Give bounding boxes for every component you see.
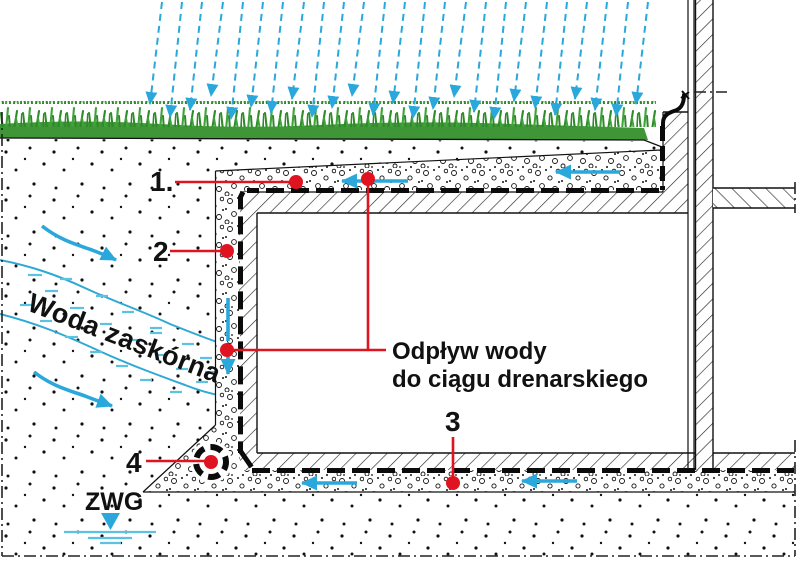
- groundwater-flow-arrow-lower: [32, 370, 113, 408]
- callout-2-label: 2: [153, 236, 169, 267]
- outflow-text-line2: do ciągu drenarskiego: [392, 366, 648, 393]
- section-cut-borders: [1, 112, 796, 557]
- basement-outer-wall: [240, 192, 258, 470]
- zwg-label: ZWG: [85, 488, 143, 516]
- soil-ground: [0, 139, 795, 556]
- callout-1-point: [289, 175, 303, 189]
- wall-flashing: [661, 90, 690, 134]
- callout-4-point: [204, 455, 218, 469]
- basement-roof-slab: [240, 191, 688, 214]
- callout-4-label: 4: [126, 447, 142, 478]
- waterproofing-membrane: [238, 126, 794, 473]
- callout-3: 3: [445, 406, 461, 490]
- callout-3-point: [446, 476, 460, 490]
- callout-4: 4: [126, 447, 218, 478]
- water-table-triangle-icon: [101, 513, 120, 530]
- grass-strip: [0, 101, 663, 148]
- callout-3-label: 3: [445, 406, 461, 437]
- outflow-text-line1: Odpływ wody: [392, 338, 547, 365]
- subsurface-water-band: [0, 224, 224, 408]
- groundwater-flow-arrow-upper: [40, 224, 117, 262]
- drain-outflow-annotation: Odpływ wody do ciągu drenarskiego: [220, 172, 648, 393]
- internal-wall: [687, 0, 714, 470]
- callout-2-point: [220, 244, 234, 258]
- callout-1: 1.: [150, 166, 303, 197]
- callout-1-label: 1.: [150, 166, 173, 197]
- outflow-point-top: [361, 172, 375, 186]
- outflow-point-wall: [220, 343, 234, 357]
- basement-floor-slab: [257, 452, 795, 470]
- ground-floor-slab: [713, 187, 795, 209]
- drainage-flow-arrows: [220, 164, 620, 491]
- callout-2: 2: [153, 236, 234, 267]
- water-dash-marks: [20, 273, 216, 394]
- groundwater-table-symbol: ZWG: [64, 488, 156, 545]
- roof-upstand-block: [662, 111, 688, 194]
- rain-arrows: [145, 1, 649, 120]
